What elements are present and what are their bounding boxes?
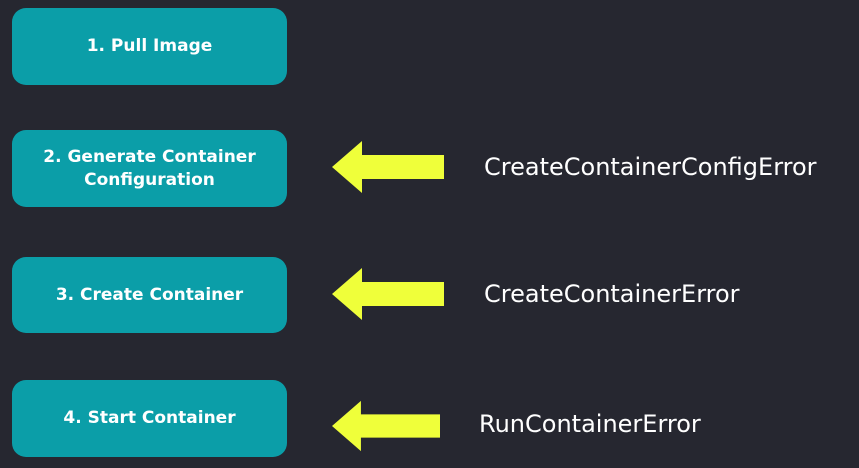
step-label: 4. Start Container [63, 408, 236, 429]
arrow-left-icon [332, 268, 444, 320]
step-start-container: 4. Start Container [12, 380, 287, 457]
error-create-container: CreateContainerError [484, 280, 740, 308]
step-create-container: 3. Create Container [12, 257, 287, 333]
step-label: 1. Pull Image [86, 36, 213, 57]
step-label: 3. Create Container [55, 284, 244, 305]
arrow-left-icon [332, 400, 440, 452]
error-run-container: RunContainerError [479, 410, 701, 438]
arrow-left-icon [332, 141, 444, 193]
error-create-container-config: CreateContainerConfigError [484, 153, 817, 181]
step-generate-container-configuration: 2. Generate Container Configuration [12, 130, 287, 207]
step-pull-image: 1. Pull Image [12, 8, 287, 85]
step-label-line-2: Configuration [84, 169, 215, 190]
step-label-line-1: 2. Generate Container [43, 146, 256, 167]
